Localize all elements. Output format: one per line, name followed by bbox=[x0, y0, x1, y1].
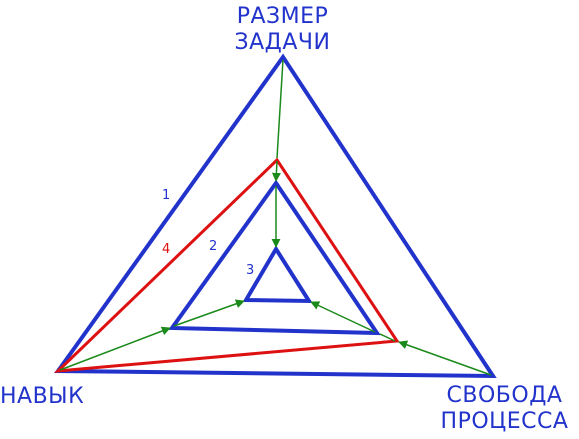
vertex-label-line: РАЗМЕР bbox=[236, 4, 329, 29]
triangle-number-3: 3 bbox=[246, 263, 255, 278]
triangle-2 bbox=[168, 179, 381, 336]
arrow-right-4-to-2 bbox=[379, 333, 396, 342]
vertex-label-process-freedom: СВОБОДА ПРОЦЕССА bbox=[430, 383, 579, 435]
triangle-number-1: 1 bbox=[162, 188, 171, 203]
vertex-label-line: ПРОЦЕССА bbox=[440, 409, 569, 434]
arrow-top-1-to-4 bbox=[276, 59, 284, 159]
arrow-top-4-to-2 bbox=[271, 160, 281, 182]
vertex-label-line: СВОБОДА bbox=[446, 383, 563, 408]
vertex-label-task-size: РАЗМЕР ЗАДАЧИ bbox=[200, 4, 365, 56]
vertex-label-skill: НАВЫК bbox=[0, 384, 84, 410]
triangle-1 bbox=[54, 53, 497, 379]
vertex-label-line: ЗАДАЧИ bbox=[234, 30, 331, 55]
arrow-left-2-to-3 bbox=[173, 299, 245, 327]
arrow-right-1-to-4 bbox=[398, 340, 492, 376]
triangle-number-4: 4 bbox=[162, 242, 171, 257]
arrow-right-2-to-3 bbox=[310, 301, 376, 333]
triangle-number-2: 2 bbox=[209, 239, 218, 254]
vertex-label-line: НАВЫК bbox=[0, 384, 85, 409]
arrow-left-1-to-2 bbox=[59, 326, 171, 371]
triangle-3 bbox=[242, 245, 313, 304]
triangle-4 bbox=[53, 157, 400, 373]
